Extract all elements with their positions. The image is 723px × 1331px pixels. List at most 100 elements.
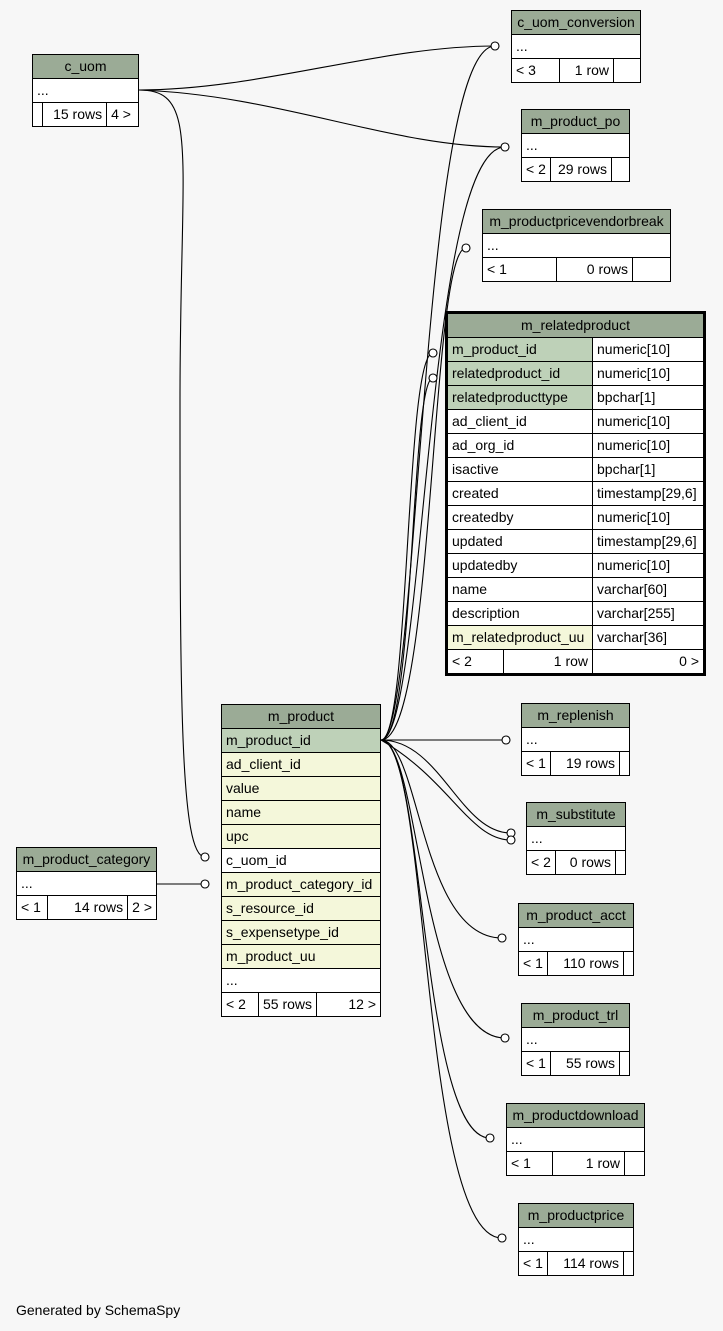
parents-link[interactable]: < 2 [221, 992, 259, 1017]
column-type: timestamp[29,6] [592, 529, 704, 554]
table-m_productpricevendorbreak[interactable]: m_productpricevendorbreak ... < 1 0 rows [482, 209, 671, 282]
table-title[interactable]: m_substitute [526, 802, 626, 827]
table-title[interactable]: c_uom_conversion [511, 10, 641, 35]
children-link[interactable] [615, 850, 626, 875]
parents-link[interactable]: < 2 [521, 157, 551, 182]
column-name: name [447, 577, 593, 602]
row-count: 29 rows [550, 157, 612, 182]
table-m_product_acct[interactable]: m_product_acct ... < 1 110 rows [518, 903, 634, 976]
link-c_uom-m_product_po [138, 89, 506, 148]
link-m_product-m_substitute-1 [380, 739, 512, 834]
children-link[interactable]: 4 > [106, 102, 139, 127]
column-ellipsis: ... [16, 871, 157, 896]
column-type: numeric[10] [592, 433, 704, 458]
parents-link[interactable]: < 1 [521, 1051, 551, 1076]
column-type: numeric[10] [592, 409, 704, 434]
parents-link[interactable]: < 2 [526, 850, 556, 875]
column-name: isactive [447, 457, 593, 482]
generated-by-footer: Generated by SchemaSpy [16, 1302, 181, 1318]
table-title[interactable]: m_productprice [518, 1203, 634, 1228]
column-ellipsis: ... [521, 727, 630, 752]
link-m_product-m_product_po [380, 146, 506, 741]
table-m_productdownload[interactable]: m_productdownload ... < 1 1 row [506, 1103, 645, 1176]
row-count: 0 rows [556, 257, 633, 282]
column-type: bpchar[1] [592, 457, 704, 482]
column-name: relatedproducttype [447, 385, 593, 410]
row-count: 15 rows [41, 102, 108, 127]
table-m_replenish[interactable]: m_replenish ... < 1 19 rows [521, 703, 630, 776]
column-type: bpchar[1] [592, 385, 704, 410]
children-link[interactable]: 0 > [592, 649, 704, 674]
column-name: ad_org_id [447, 433, 593, 458]
column-ellipsis: ... [32, 78, 139, 103]
table-title[interactable]: m_productdownload [506, 1103, 645, 1128]
column-name: s_resource_id [221, 896, 381, 921]
children-link[interactable]: 12 > [316, 992, 381, 1017]
row-count: 19 rows [549, 751, 621, 776]
parents-link[interactable]: < 1 [521, 751, 551, 776]
table-c_uom_conversion[interactable]: c_uom_conversion ... < 3 1 row [511, 10, 641, 83]
column-type: varchar[36] [592, 625, 704, 650]
table-m_product[interactable]: m_product m_product_id ad_client_id valu… [221, 704, 381, 1017]
table-m_product_category[interactable]: m_product_category ... < 1 14 rows 2 > [16, 847, 157, 920]
children-link[interactable] [632, 257, 671, 282]
parents-link[interactable]: < 1 [506, 1151, 553, 1176]
table-m_productprice[interactable]: m_productprice ... < 1 114 rows [518, 1203, 634, 1276]
table-m_product_po[interactable]: m_product_po ... < 2 29 rows [521, 109, 630, 182]
parents-link[interactable] [32, 102, 43, 127]
footer-left-cell: < 2 1 row [447, 649, 593, 674]
table-title[interactable]: m_product [221, 704, 381, 729]
link-c_uom-m_product [138, 89, 206, 858]
parents-link[interactable]: < 3 [511, 58, 560, 83]
table-title[interactable]: m_product_po [521, 109, 630, 134]
children-link[interactable] [624, 1151, 645, 1176]
row-count: 1 row [552, 1151, 625, 1176]
link-m_product-m_product_acct [380, 739, 503, 939]
table-m_product_trl[interactable]: m_product_trl ... < 1 55 rows [521, 1003, 630, 1076]
row-count: 14 rows [46, 895, 129, 920]
parents-link[interactable]: < 2 [448, 650, 504, 673]
children-link[interactable]: 2 > [127, 895, 157, 920]
row-count: 0 rows [554, 850, 617, 875]
table-title[interactable]: m_product_category [16, 847, 157, 872]
column-ellipsis: ... [521, 133, 630, 158]
column-name: m_relatedproduct_uu [447, 625, 593, 650]
parents-link[interactable]: < 1 [518, 1251, 548, 1276]
link-c_uom-c_uom_conversion [138, 45, 496, 91]
column-name: description [447, 601, 593, 626]
parents-link[interactable]: < 1 [482, 257, 557, 282]
column-ellipsis: ... [511, 34, 641, 59]
table-title[interactable]: m_relatedproduct [447, 313, 704, 338]
table-m_substitute[interactable]: m_substitute ... < 2 0 rows [526, 802, 626, 875]
table-title[interactable]: m_productpricevendorbreak [482, 209, 671, 234]
children-link[interactable] [619, 1051, 630, 1076]
children-link[interactable] [613, 58, 641, 83]
column-ellipsis: ... [518, 1227, 634, 1252]
children-link[interactable] [611, 157, 630, 182]
table-c_uom[interactable]: c_uom ... 15 rows 4 > [32, 54, 139, 127]
row-count: 114 rows [546, 1251, 625, 1276]
children-link[interactable] [623, 1251, 634, 1276]
table-title[interactable]: c_uom [32, 54, 139, 79]
parents-link[interactable]: < 1 [518, 951, 548, 976]
children-link[interactable] [619, 751, 630, 776]
column-type: numeric[10] [592, 337, 704, 362]
table-title[interactable]: m_replenish [521, 703, 630, 728]
column-type: varchar[255] [592, 601, 704, 626]
column-name: ad_client_id [221, 752, 381, 777]
table-title[interactable]: m_product_acct [518, 903, 634, 928]
column-name: created [447, 481, 593, 506]
column-name: createdby [447, 505, 593, 530]
children-link[interactable] [623, 951, 634, 976]
column-ellipsis: ... [521, 1027, 630, 1052]
column-ellipsis: ... [506, 1127, 645, 1152]
column-name: m_product_uu [221, 944, 381, 969]
row-count: 55 rows [549, 1051, 621, 1076]
column-name: updated [447, 529, 593, 554]
column-name: m_product_category_id [221, 872, 381, 897]
column-type: numeric[10] [592, 553, 704, 578]
table-title[interactable]: m_product_trl [521, 1003, 630, 1028]
parents-link[interactable]: < 1 [16, 895, 48, 920]
row-count: 1 row [553, 653, 588, 669]
